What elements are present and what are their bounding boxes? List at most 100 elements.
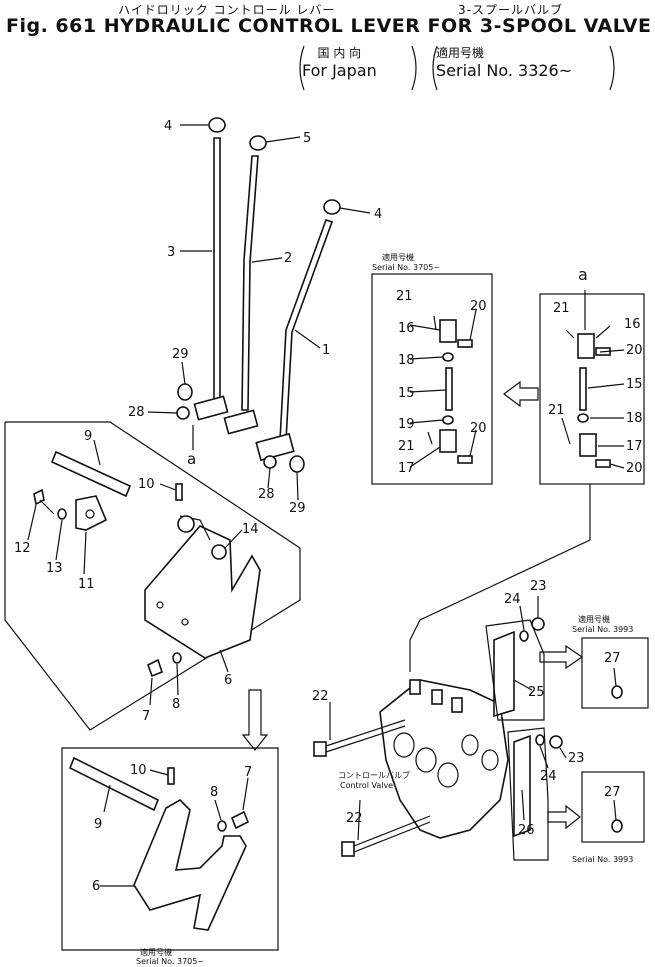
clevis-17 <box>439 429 457 453</box>
control-valve <box>313 596 567 861</box>
callout-4b: 4 <box>374 207 382 222</box>
bolt-20-right-bottom <box>595 459 611 468</box>
detail-box-right <box>539 293 645 485</box>
lever-3 <box>213 137 221 401</box>
callout-28b: 28 <box>258 487 275 502</box>
callout-15-r: 15 <box>626 377 643 392</box>
japanese-subtitle: 3-スプールバルブ <box>458 3 563 17</box>
callout-10: 10 <box>138 477 155 492</box>
callout-4: 4 <box>164 119 172 134</box>
callout-21-l1: 21 <box>396 289 413 304</box>
callout-13: 13 <box>46 561 63 576</box>
callout-21-r2: 21 <box>548 403 565 418</box>
callout-12: 12 <box>14 541 31 556</box>
callout-24-top: 24 <box>504 592 521 607</box>
part-27-bottom <box>611 819 623 833</box>
nut-23-top <box>531 617 545 631</box>
washer-8-lower <box>217 820 227 832</box>
lower-bracket-assembly <box>61 747 279 951</box>
callout-18-l: 18 <box>398 353 415 368</box>
callout-6-lower: 6 <box>92 879 100 894</box>
callout-25: 25 <box>528 685 545 700</box>
bracket-assembly <box>4 421 301 751</box>
market-en: For Japan <box>302 61 377 80</box>
clevis-16-right <box>577 333 595 359</box>
market-jp: 国 内 向 <box>317 46 362 60</box>
washer-24-top <box>519 630 529 642</box>
bushing-29-top <box>177 383 193 401</box>
caption-3993-bottom: Serial No. 3993 <box>572 855 633 864</box>
callout-17-r: 17 <box>626 439 643 454</box>
callout-20-l1: 20 <box>470 299 487 314</box>
plate-25 <box>493 630 515 718</box>
nut-23-bottom <box>549 735 563 749</box>
callout-9-lower: 9 <box>94 817 102 832</box>
bushing-29-bottom <box>289 455 305 473</box>
serial-jp: 適用号機 <box>436 46 485 60</box>
pin-10 <box>175 483 183 501</box>
bushing-28-top <box>176 406 190 420</box>
lever-assembly <box>147 117 371 501</box>
bolt-22-top <box>325 719 406 747</box>
lever-2-base <box>223 409 259 435</box>
detail-marker-a-right: a <box>578 265 588 284</box>
knob-4-top <box>208 117 226 133</box>
callout-19-l: 19 <box>398 417 415 432</box>
plate-11 <box>75 495 108 531</box>
connector-line <box>409 484 591 672</box>
callout-24-bottom: 24 <box>540 769 557 784</box>
bolt-7-lower <box>230 810 250 830</box>
shaft-9 <box>50 450 132 498</box>
callout-5: 5 <box>303 131 311 146</box>
washer-13 <box>57 508 67 520</box>
callout-22-top: 22 <box>312 689 329 704</box>
detail-box-left <box>371 273 493 485</box>
callout-10-lower: 10 <box>130 763 147 778</box>
callout-9: 9 <box>84 429 92 444</box>
paren-left-2 <box>432 45 438 91</box>
callout-27-top: 27 <box>604 651 621 666</box>
serial-en: Serial No. 3326~ <box>436 61 573 80</box>
caption-3993-jp-top: 適用号機 <box>578 614 610 624</box>
bolt-12 <box>33 488 45 506</box>
spool-detail-main <box>539 290 645 485</box>
caption-3705-lower: Serial No. 3705~ <box>136 957 204 966</box>
washer-24-bottom <box>535 734 545 746</box>
callout-labels: 4 5 4 3 2 1 29 28 a 28 29 9 10 14 12 13 … <box>14 119 643 894</box>
japanese-title: ハイドロリック コントロール レバー <box>118 3 336 17</box>
valve-body <box>379 679 509 839</box>
callout-20-r2: 20 <box>626 461 643 476</box>
washer-8 <box>172 652 182 664</box>
rod-15 <box>445 367 453 411</box>
inset-captions: 適用号機 Serial No. 3705~ 適用号機 Serial No. 39… <box>136 252 633 966</box>
bracket-6-lower <box>133 799 247 931</box>
nut-18-right <box>577 413 589 423</box>
caption-3705: Serial No. 3705~ <box>372 263 440 272</box>
callout-6: 6 <box>224 673 232 688</box>
callout-26: 26 <box>518 823 535 838</box>
clevis-16 <box>439 319 457 343</box>
callout-7: 7 <box>142 709 150 724</box>
lever-3-base <box>193 395 229 421</box>
arrow-right-top <box>539 644 584 670</box>
callout-21-r1: 21 <box>553 301 570 316</box>
knob-4-right <box>323 199 341 215</box>
callout-1: 1 <box>322 343 330 358</box>
callout-2: 2 <box>284 251 292 266</box>
lower-box <box>61 747 279 951</box>
callout-20-l2: 20 <box>470 421 487 436</box>
callout-16-r: 16 <box>624 317 641 332</box>
spool-detail-3705 <box>371 273 493 485</box>
callout-8-lower: 8 <box>210 785 218 800</box>
inset-box-top <box>581 637 649 709</box>
arrow-left <box>503 380 539 408</box>
bolt-7 <box>147 658 163 678</box>
part-27-top <box>611 685 623 699</box>
nut-19 <box>442 415 454 425</box>
callout-3: 3 <box>167 245 175 260</box>
callout-21-l2: 21 <box>398 439 415 454</box>
figure-title: Fig. 661 HYDRAULIC CONTROL LEVER FOR 3-S… <box>6 15 652 37</box>
nut-18 <box>442 352 454 362</box>
caption-3705-jp: 適用号機 <box>382 252 414 262</box>
bolt-22-bottom <box>353 815 431 847</box>
